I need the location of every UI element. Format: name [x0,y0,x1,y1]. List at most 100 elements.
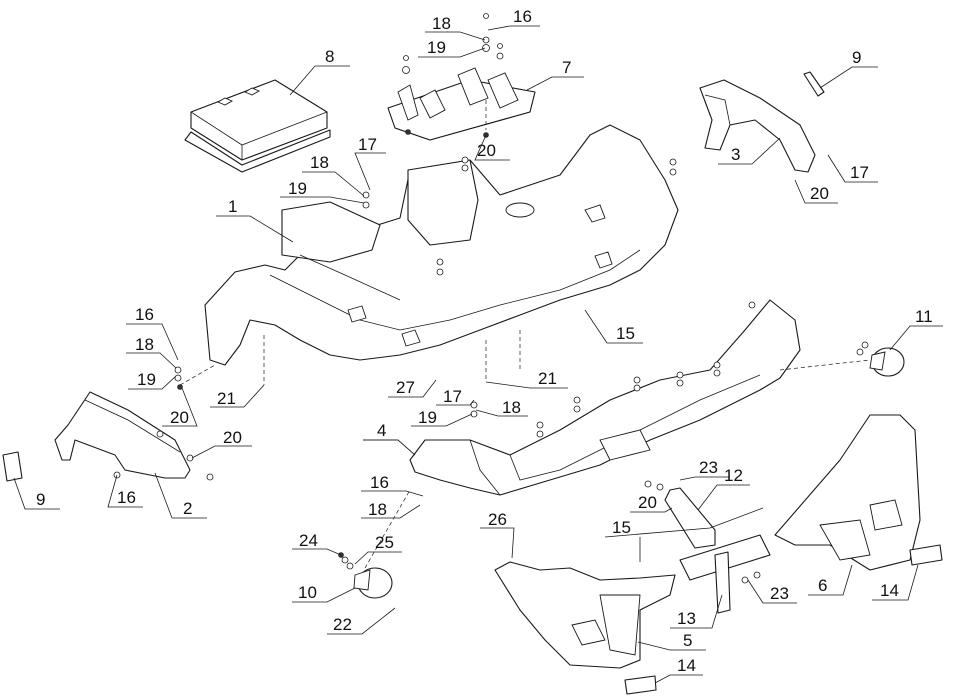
callout-21-mid: 21 [485,369,568,389]
callout-label-25: 25 [375,533,394,552]
callout-label-2: 2 [183,499,192,518]
part-9-reflector-left [2,451,23,482]
part-7-seat-bracket [387,67,536,141]
callout-19-mid: 19 [280,179,365,204]
callout-label-18: 18 [368,500,387,519]
callout-label-13: 13 [677,609,696,628]
callout-20-left-a: 20 [162,387,198,427]
callout-7: 7 [526,58,584,91]
callout-17-mid: 17 [354,135,386,191]
callout-label-14: 14 [677,656,696,675]
callout-label-24: 24 [299,531,318,550]
callout-label-14: 14 [880,581,899,600]
callout-19-front: 19 [411,408,473,427]
callout-16-front: 16 [361,473,424,497]
callout-24: 24 [292,531,342,556]
part-4-front-bumper-beam [409,299,801,496]
callout-label-19: 19 [427,38,446,57]
callout-4: 4 [363,421,416,456]
callout-label-17: 17 [358,135,377,154]
part-6-front-right-fender [774,414,921,571]
callout-label-21: 21 [217,389,236,408]
callout-13: 13 [670,594,723,629]
callouts: 8 18 16 19 7 20 9 [13,7,943,684]
callout-label-19: 19 [137,370,156,389]
callout-label-23: 23 [770,584,789,603]
callout-16-left: 16 [126,305,179,361]
callout-label-16: 16 [370,473,389,492]
callout-label-26: 26 [488,510,507,529]
callout-label-20: 20 [170,408,189,427]
callout-2: 2 [154,472,207,519]
callout-20-left-b: 20 [191,428,252,459]
callout-17-front: 17 [436,387,475,406]
part-2-front-left-bracket [54,391,191,479]
callout-3: 3 [718,137,781,165]
part-8-storage-box [184,79,331,173]
callout-23-bottom: 23 [747,579,797,604]
callout-25: 25 [354,533,402,565]
callout-20-front: 20 [630,493,673,513]
part-14-reflector-right [909,544,943,566]
callout-1: 1 [216,197,294,243]
callout-15-front: 15 [604,507,764,562]
callout-label-8: 8 [325,47,334,66]
callout-label-9: 9 [852,48,861,67]
part-3-rear-bracket [699,79,816,173]
part-11-right-light [869,347,905,377]
callout-label-16: 16 [513,7,532,26]
callout-label-9: 9 [36,490,45,509]
callout-17-right: 17 [827,154,878,183]
callout-8: 8 [289,47,350,96]
part-10-left-light [353,567,393,599]
part-5-front-left-fender [494,561,676,669]
callout-label-1: 1 [228,197,237,216]
callout-18-mid: 18 [302,153,365,197]
callout-11: 11 [889,307,943,351]
fasteners [113,13,869,584]
callout-label-16: 16 [117,488,136,507]
callout-18-front: 18 [475,398,528,417]
callout-label-20: 20 [638,493,657,512]
callout-label-12: 12 [724,466,743,485]
callout-26: 26 [480,510,515,559]
callout-19-top: 19 [418,38,486,58]
part-14-reflector-left [624,675,657,695]
callout-9-right: 9 [819,48,878,89]
callout-label-18: 18 [502,398,521,417]
callout-6: 6 [808,564,853,596]
callout-label-21: 21 [538,369,557,388]
callout-label-23: 23 [699,458,718,477]
callout-9-left: 9 [13,477,60,510]
callout-16-left-b: 16 [107,474,143,508]
callout-label-16: 16 [135,305,154,324]
callout-label-4: 4 [377,421,386,440]
callout-label-7: 7 [562,58,571,77]
callout-label-17: 17 [850,163,869,182]
callout-14-left: 14 [654,656,703,684]
callout-18-top: 18 [425,14,486,41]
callout-19-left: 19 [128,370,177,390]
callout-label-18: 18 [135,335,154,354]
assembly-lines [179,100,871,569]
callout-label-6: 6 [818,576,827,595]
callout-27: 27 [388,378,437,398]
callout-label-18: 18 [432,14,451,33]
callout-20-top: 20 [474,134,510,161]
callout-10: 10 [292,583,356,603]
callout-label-11: 11 [915,307,933,326]
callout-label-15: 15 [616,324,635,343]
callout-23-top: 23 [679,458,730,481]
part-13-plate [679,534,771,614]
part-1-rear-fender [204,124,679,366]
callout-label-27: 27 [396,378,415,397]
callout-21-left: 21 [210,384,265,408]
part-9-reflector-right [803,71,825,97]
callout-label-15: 15 [612,518,631,537]
callout-label-5: 5 [683,631,692,650]
callout-label-17: 17 [443,387,462,406]
callout-label-22: 22 [333,615,352,634]
callout-14-right: 14 [872,564,919,601]
callout-18-left: 18 [126,335,177,369]
